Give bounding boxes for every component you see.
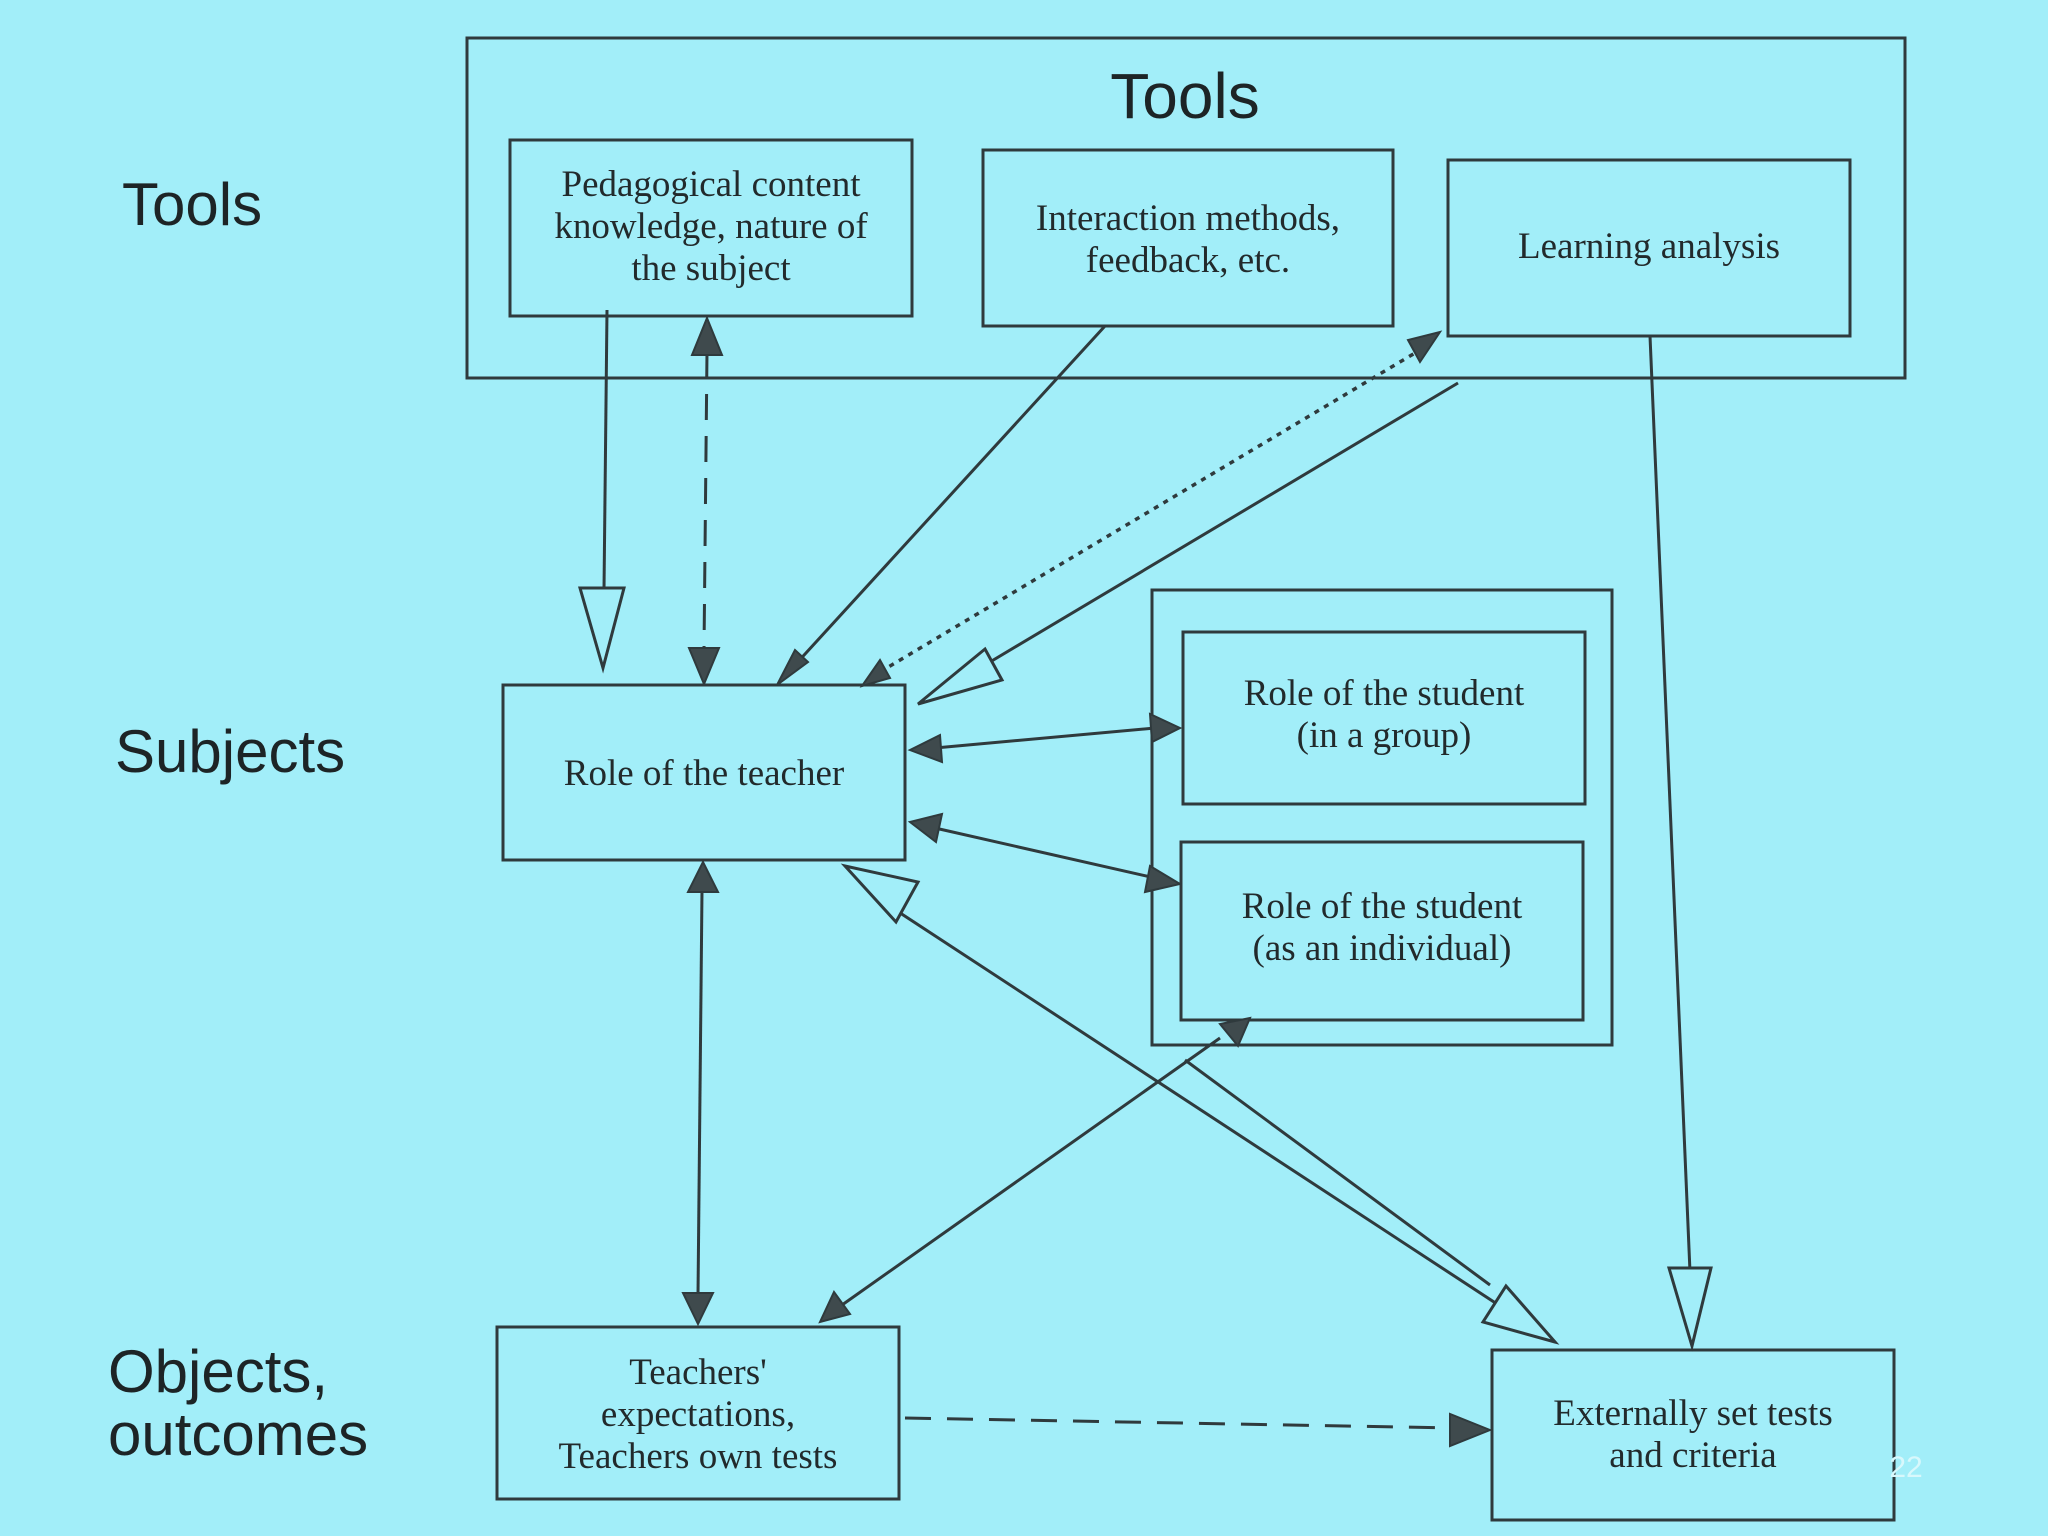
external-tests-line-1: Externally set tests <box>1553 1393 1833 1434</box>
teachers-tests-line-1: Teachers' <box>629 1352 767 1393</box>
learning-analysis-line-1: Learning analysis <box>1518 226 1780 267</box>
tools-frame-title: Tools <box>1110 60 1259 132</box>
teachers-tests-box: Teachers' expectations, Teachers own tes… <box>495 1325 901 1501</box>
student-in-group-box: Role of the student (in a group) <box>1181 630 1587 806</box>
row-label-tools: Tools <box>122 171 262 238</box>
arrow-learning-to-teacher <box>917 381 1459 706</box>
student-individual-box: Role of the student (as an individual) <box>1179 840 1585 1022</box>
interaction-methods-box: Interaction methods, feedback, etc. <box>981 148 1395 328</box>
row-label-objects: Objects, <box>108 1338 328 1405</box>
arrow-pedagogical-teacher-dashed <box>687 315 724 687</box>
external-tests-box: Externally set tests and criteria <box>1490 1348 1896 1522</box>
student-in-group-line-2: (in a group) <box>1297 715 1472 756</box>
student-in-group-line-1: Role of the student <box>1244 673 1525 714</box>
teachers-tests-line-3: Teachers own tests <box>559 1436 838 1477</box>
role-of-teacher-line-1: Role of the teacher <box>564 753 844 794</box>
arrow-pedagogical-to-teacher <box>578 309 626 674</box>
arrow-teachers-tests-to-external <box>904 1412 1493 1448</box>
arrow-interaction-to-teacher <box>776 324 1107 686</box>
student-individual-line-2: (as an individual) <box>1253 928 1512 969</box>
row-label-outcomes: outcomes <box>108 1401 368 1468</box>
page-number: 22 <box>1889 1451 1922 1484</box>
pedagogical-content-line-2: knowledge, nature of <box>554 206 868 247</box>
students-frame <box>1150 588 1614 1047</box>
external-tests-line-2: and criteria <box>1609 1435 1776 1476</box>
arrow-teacher-student-individual <box>907 812 1183 894</box>
tools-frame <box>465 36 1907 380</box>
role-of-teacher-box: Role of the teacher <box>501 683 907 862</box>
arrow-teacher-to-external <box>1184 1058 1560 1345</box>
arrow-teacher-student-group <box>907 712 1183 764</box>
row-label-subjects: Subjects <box>115 718 345 785</box>
arrow-learning-to-external <box>1648 335 1713 1352</box>
interaction-methods-line-2: feedback, etc. <box>1086 240 1290 281</box>
pedagogical-content-line-3: the subject <box>631 248 791 289</box>
teachers-tests-line-2: expectations, <box>601 1394 795 1435</box>
pedagogical-content-line-1: Pedagogical content <box>562 164 862 205</box>
arrow-teacher-learning-dotted <box>859 330 1443 688</box>
student-individual-line-1: Role of the student <box>1242 886 1523 927</box>
interaction-methods-line-1: Interaction methods, <box>1036 198 1340 239</box>
learning-analysis-box: Learning analysis <box>1446 158 1852 338</box>
pedagogical-content-box: Pedagogical content knowledge, nature of… <box>508 138 914 318</box>
arrow-individual-teachers-tests <box>818 1016 1252 1324</box>
arrow-external-to-teacher <box>840 863 1556 1344</box>
arrows <box>578 309 1713 1448</box>
arrow-teacher-teachers-tests <box>681 859 720 1327</box>
